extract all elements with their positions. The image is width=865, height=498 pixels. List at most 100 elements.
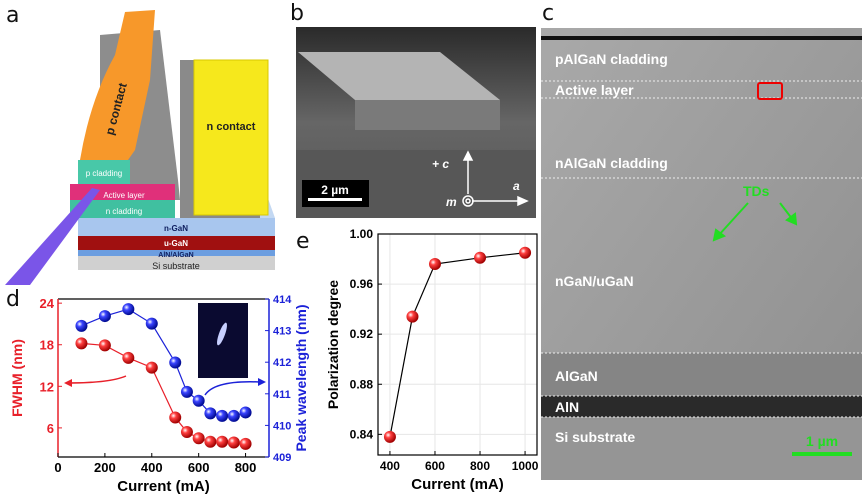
axis-m-label: m (446, 195, 457, 209)
left-tick-label: 24 (40, 296, 55, 311)
right-axis-title: Peak wavelength (nm) (293, 304, 309, 451)
layer-label-active: Active layer (555, 82, 634, 98)
fwhm-point (169, 411, 182, 424)
wavelength-point (145, 317, 158, 330)
fwhm-point (204, 435, 217, 448)
x-tick-label: 600 (425, 459, 445, 473)
panel-letter-b: b (290, 1, 304, 26)
fwhm-point (180, 426, 193, 439)
x-tick-label: 400 (380, 459, 400, 473)
y-tick-label: 1.00 (350, 227, 374, 241)
x-tick-label: 800 (470, 459, 490, 473)
plot-frame (377, 233, 538, 456)
label-n-gan: n-GaN (164, 224, 188, 233)
panel-d-chart: d 0 200 400 600 800 6 12 18 24 409 410 411 412 413 414… (6, 287, 309, 495)
wavelength-point (239, 406, 252, 419)
layer-label-palgan: pAlGaN cladding (555, 51, 668, 67)
x-tick-label: 0 (54, 460, 61, 475)
left-tick-label: 12 (40, 379, 54, 394)
label-p-cladding: p cladding (86, 169, 122, 178)
panel-letter-c: c (542, 1, 554, 26)
wavelength-point (169, 356, 182, 369)
panel-c-tem-image: c pAlGaN cladding Active layer nAlGaN cl… (541, 1, 862, 480)
x-axis-title: Current (mA) (411, 476, 504, 493)
polarization-point (474, 251, 487, 264)
fwhm-point (239, 437, 252, 450)
right-tick-label: 410 (273, 420, 291, 432)
layer-p-cladding (78, 160, 130, 184)
scale-bar-label: 2 µm (321, 183, 349, 197)
laser-beam (5, 188, 100, 285)
label-aln-algan: AlN/AlGaN (158, 252, 193, 259)
fwhm-axis-arrow (65, 375, 127, 384)
left-tick-label: 6 (47, 421, 54, 436)
wavelength-point (216, 409, 229, 422)
scale-bar (308, 198, 362, 201)
p-contact (80, 10, 155, 160)
fwhm-point (122, 351, 135, 364)
polarization-point (428, 258, 441, 271)
panel-letter-d: d (6, 287, 20, 312)
layer-n-gan (78, 218, 275, 236)
scale-bar-box (302, 180, 369, 207)
layer-n-cladding (70, 200, 175, 218)
tem-scale-bar (792, 452, 852, 456)
tem-scale-bar-label: 1 µm (806, 433, 838, 449)
x-tick-label: 600 (188, 460, 210, 475)
layer-label-algan: AlGaN (555, 368, 598, 384)
x-tick-label: 800 (235, 460, 257, 475)
y-tick-label: 0.92 (350, 327, 374, 341)
panel-a-device-schematic: a p contact n contact p cladding Active … (5, 3, 275, 285)
layer-label-si: Si substrate (555, 429, 635, 445)
layer-active (70, 184, 175, 200)
active-region-marker (757, 82, 783, 100)
right-tick-label: 413 (273, 326, 291, 338)
panel-letter-e: e (296, 229, 310, 254)
tds-label: TDs (743, 183, 770, 199)
wavelength-point (204, 407, 217, 420)
crystal-axes (462, 150, 529, 207)
axis-a-label: a (513, 179, 520, 193)
wavelength-point (122, 303, 135, 316)
x-tick-label: 400 (141, 460, 163, 475)
right-tick-label: 411 (273, 389, 291, 401)
layer-u-gan (78, 236, 275, 250)
y-axis-title: Polarization degree (325, 280, 341, 409)
label-si-substrate: Si substrate (152, 261, 200, 271)
left-tick-label: 18 (40, 338, 54, 353)
y-tick-label: 0.88 (350, 377, 374, 391)
label-n-contact: n contact (207, 121, 256, 133)
label-active-layer: Active layer (103, 191, 145, 200)
right-tick-label: 412 (273, 357, 291, 369)
right-tick-label: 414 (273, 294, 292, 306)
x-tick-label: 1000 (512, 459, 539, 473)
fwhm-point (98, 339, 111, 352)
polarization-line (389, 252, 526, 437)
layer-label-aln: AlN (555, 399, 579, 415)
layer-label-ngan-ugan: nGaN/uGaN (555, 273, 634, 289)
wavelength-point (227, 409, 240, 422)
polarization-point (406, 310, 419, 323)
n-contact (193, 59, 269, 216)
panel-letter-a: a (6, 3, 19, 28)
x-axis-title: Current (mA) (117, 478, 210, 495)
polarization-point (383, 430, 396, 443)
td-arrows (712, 202, 798, 242)
panel-b-sem-image: b 2 µm + c a m (290, 1, 536, 218)
y-tick-label: 0.96 (350, 277, 374, 291)
wavelength-point (180, 385, 193, 398)
axis-c-label: + c (432, 157, 449, 171)
fwhm-point (75, 337, 88, 350)
panel-e-chart: e 400 600 800 1000 0.84 0.88 0.92 0.96 1.00Curre… (296, 227, 539, 493)
right-tick-label: 409 (273, 452, 291, 464)
fwhm-point (145, 361, 158, 374)
wavelength-point (75, 319, 88, 332)
polarization-point (519, 246, 532, 259)
y-tick-label: 0.84 (350, 427, 374, 441)
wavelength-point (192, 394, 205, 407)
fwhm-point (192, 432, 205, 445)
inset-photo (198, 303, 248, 378)
fwhm-point (216, 435, 229, 448)
x-tick-label: 200 (94, 460, 116, 475)
